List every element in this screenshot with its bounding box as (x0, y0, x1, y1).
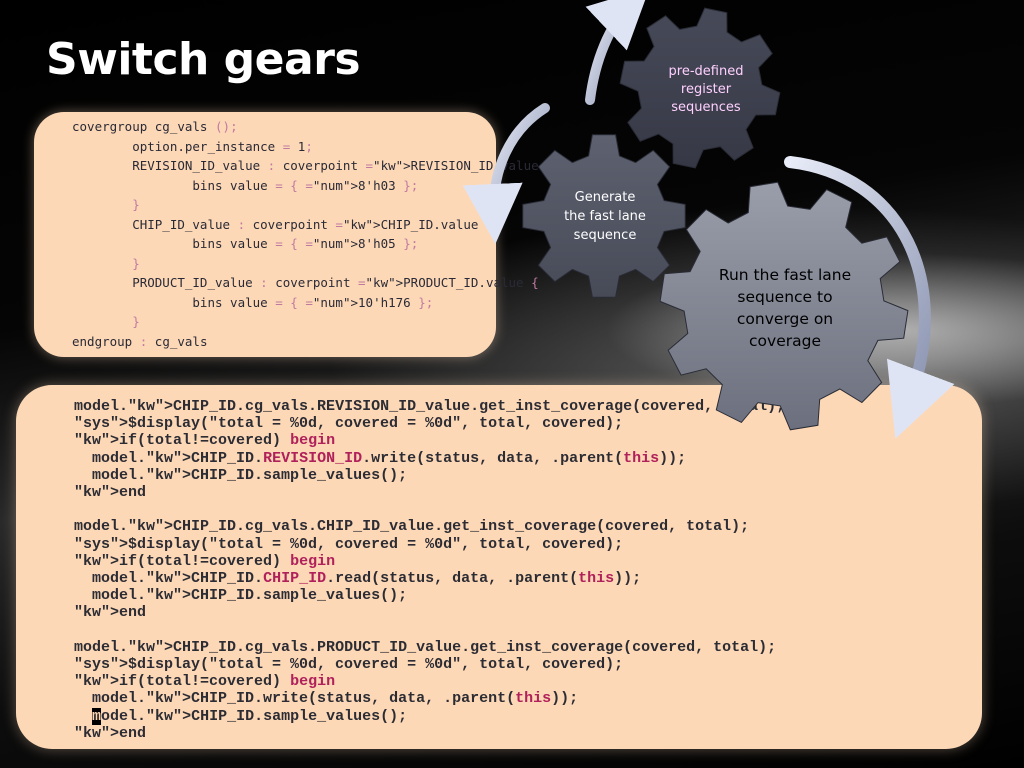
code-line: bins value = { ="num">10'h176 (72, 294, 411, 310)
gear-shape (522, 134, 686, 298)
gear-shape (619, 7, 781, 169)
code-line: "kw">if (74, 552, 138, 570)
code-line: "kw">end (74, 604, 147, 622)
code-line: model."kw">CHIP_ID (74, 466, 255, 484)
code-line: "sys">$display (74, 656, 201, 674)
covergroup-code-panel (34, 112, 496, 357)
code-line: bins value = { ="num">8'h03 (72, 177, 396, 193)
code-line: model."kw">CHIP_ID (74, 398, 237, 415)
code-line: } (132, 255, 140, 271)
code-line: bins value = { ="num">8'h05 (72, 236, 396, 251)
code-line: } (132, 314, 140, 329)
slide-title: Switch gears (46, 34, 361, 85)
code-line: PRODUCT_ID_value : coverpoint ="kw">PROD… (72, 275, 479, 290)
code-line: model."kw">CHIP_ID (74, 638, 237, 656)
code-line: "kw">if (74, 432, 138, 450)
code-line: endgroup : cg_vals (72, 333, 208, 349)
cycle-arrow-left (462, 103, 550, 244)
code-line: option.per_instance = 1; (72, 138, 313, 154)
code-line: model."kw">CHIP_ID (92, 707, 255, 725)
gear-predefined-sequences (619, 7, 781, 169)
code-line: model."kw">CHIP_ID (74, 518, 237, 536)
cycle-arrow-top (585, 0, 650, 105)
coverage-check-code-panel (16, 385, 982, 749)
gear-run-sequence (659, 181, 909, 431)
code-line: "kw">end (74, 724, 147, 742)
code-line: "sys">$display (74, 535, 201, 553)
cycle-arrow-right (784, 156, 955, 439)
code-line: "sys">$display (74, 415, 201, 433)
code-line: model."kw">CHIP_ID (74, 449, 255, 467)
code-line: REVISION_ID_value : coverpoint ="kw">REV… (72, 158, 494, 173)
code-line: model."kw">CHIP_ID (74, 690, 255, 708)
gear-shape (659, 181, 909, 431)
code-line: "kw">if (74, 673, 138, 691)
code-line: model."kw">CHIP_ID (74, 570, 255, 588)
code-line: covergroup cg_vals (); (72, 119, 238, 134)
code-line: model."kw">CHIP_ID (74, 587, 255, 605)
gear-generate-sequence (522, 134, 686, 298)
code-line: CHIP_ID_value : coverpoint ="kw">CHIP_ID (72, 216, 434, 232)
code-line: } (132, 197, 140, 212)
code-line: "kw">end (74, 484, 147, 502)
